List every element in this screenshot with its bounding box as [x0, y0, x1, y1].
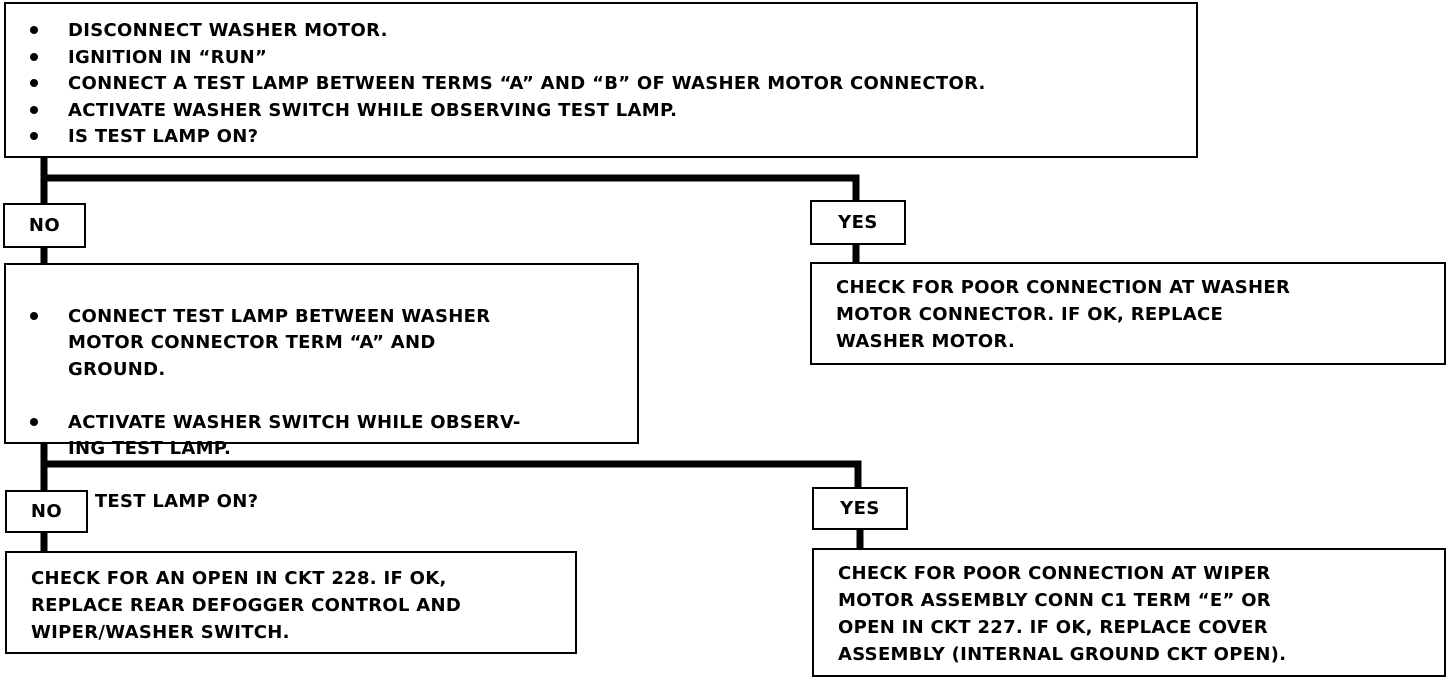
step1-item: DISCONNECT WASHER MOTOR. [30, 18, 1196, 45]
step2-item: ACTIVATE WASHER SWITCH WHILE OBSERV- ING… [30, 410, 637, 463]
branch1-yes-label: YES [810, 200, 906, 245]
branch2-yes-result-box: CHECK FOR POOR CONNECTION AT WIPER MOTOR… [812, 548, 1446, 677]
step1-item: CONNECT A TEST LAMP BETWEEN TERMS “A” AN… [30, 71, 1196, 98]
step2-list: CONNECT TEST LAMP BETWEEN WASHER MOTOR C… [30, 277, 637, 542]
step2-item: CONNECT TEST LAMP BETWEEN WASHER MOTOR C… [30, 304, 637, 384]
step1-box: DISCONNECT WASHER MOTOR. IGNITION IN “RU… [4, 2, 1198, 158]
step1-list: DISCONNECT WASHER MOTOR. IGNITION IN “RU… [30, 18, 1196, 151]
step2-box: CONNECT TEST LAMP BETWEEN WASHER MOTOR C… [4, 263, 639, 512]
branch2-no-label: NO [5, 490, 88, 533]
branch1-no-label: NO [3, 203, 86, 248]
branch2-yes-label: YES [812, 487, 908, 530]
branch1-yes-result-box: CHECK FOR POOR CONNECTION AT WASHER MOTO… [810, 262, 1446, 365]
step1-item: ACTIVATE WASHER SWITCH WHILE OBSERVING T… [30, 98, 1196, 125]
branch2-no-result-box: CHECK FOR AN OPEN IN CKT 228. IF OK, REP… [5, 551, 577, 654]
step2-item: IS TEST LAMP ON? [30, 489, 637, 516]
step1-item: IS TEST LAMP ON? [30, 124, 1196, 151]
step1-item: IGNITION IN “RUN” [30, 45, 1196, 72]
